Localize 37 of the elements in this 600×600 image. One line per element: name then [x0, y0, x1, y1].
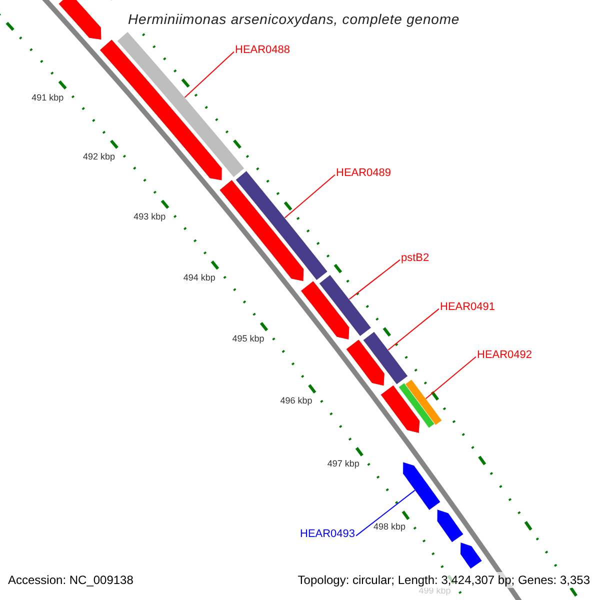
gene-bar [398, 382, 435, 428]
gene-label: HEAR0491 [440, 301, 496, 314]
gene-bar [58, 0, 102, 40]
gene-bar [219, 180, 304, 282]
leader-line [284, 174, 336, 218]
gene-label: HEAR0492 [477, 349, 532, 362]
scale-label: 495 kbp [232, 333, 264, 344]
gene-bar [380, 384, 420, 434]
gene-bar [436, 509, 464, 543]
gene-label: pstB2 [401, 252, 430, 265]
leader-line [184, 51, 234, 98]
leader-line [356, 490, 416, 536]
leader-line [388, 308, 440, 350]
title: Herminiimonas arsenicoxydans, complete genome [128, 10, 460, 29]
gene-bar [404, 379, 442, 426]
gene-bar [99, 39, 222, 181]
gene-label: HEAR0493 [300, 528, 356, 541]
scale-label: 498 kbp [374, 521, 406, 532]
gene-bar [362, 331, 408, 385]
gene-bar [318, 274, 372, 337]
scale-label: 497 kbp [327, 458, 360, 470]
leader-line [425, 356, 476, 400]
genome-stats-text: Topology: circular; Length: 3,424,307 bp; Genes: 3,353 [298, 573, 590, 587]
scale-label: 494 kbp [183, 272, 216, 284]
scale-label: 492 kbp [83, 152, 116, 163]
gene-bar [346, 339, 385, 386]
gene-label: HEAR0489 [336, 167, 392, 180]
scale-label: 491 kbp [32, 92, 64, 104]
gene-label: HEAR0488 [235, 44, 290, 57]
scale-label: 496 kbp [280, 395, 312, 406]
gene-bar [235, 170, 328, 281]
leader-line [348, 259, 400, 300]
scale-label: 493 kbp [134, 212, 166, 223]
gene-bar [402, 462, 441, 510]
gene-bar [460, 542, 482, 570]
gene-bar [300, 280, 350, 340]
accession-text: Accession: NC_009138 [8, 573, 134, 588]
